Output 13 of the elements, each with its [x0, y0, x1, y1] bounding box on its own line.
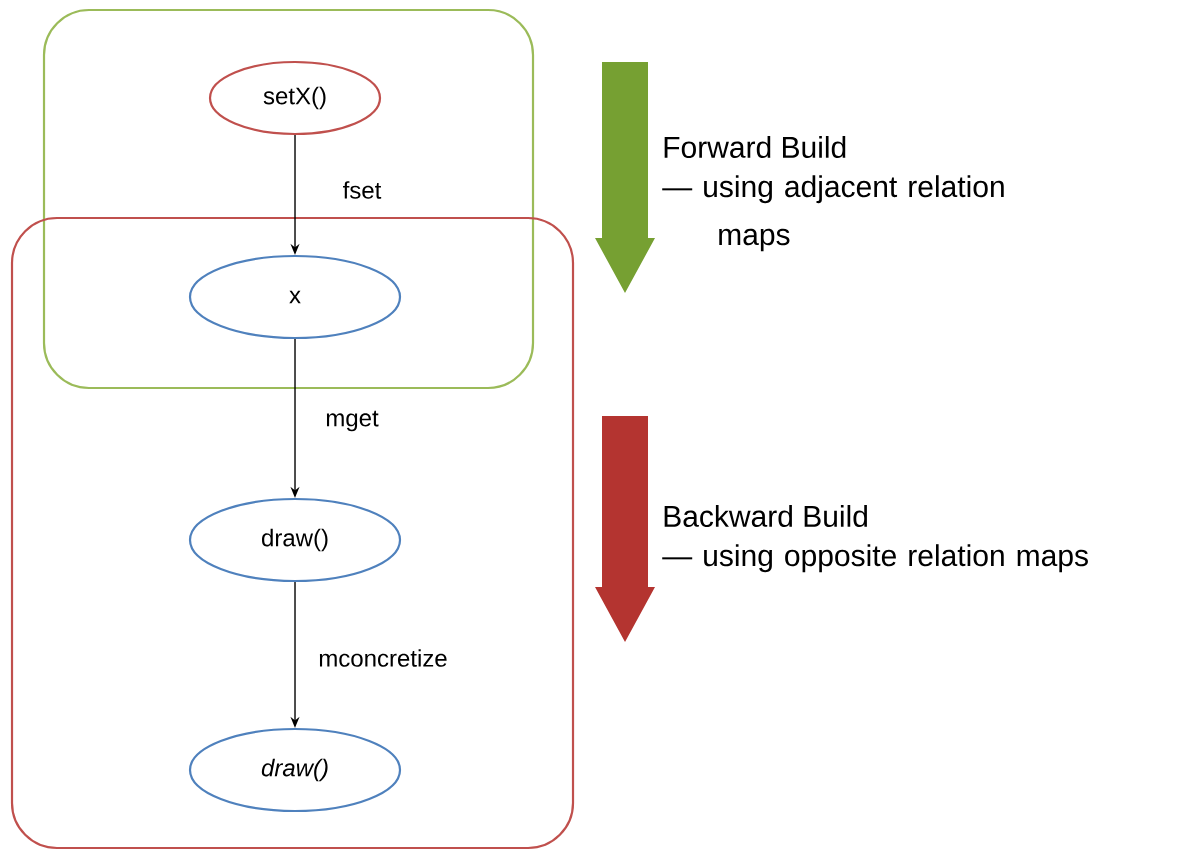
edge-label: mconcretize [319, 649, 447, 667]
section-heading: Backward Build [664, 505, 867, 527]
ellipse-node: draw() [188, 727, 402, 813]
ellipse-node: draw() [188, 497, 402, 583]
group-frame [42, 8, 535, 390]
edge-label: mget [326, 410, 379, 432]
group-frame [10, 216, 575, 850]
edge-label: fset [343, 181, 382, 199]
section-heading: Forward Build [664, 136, 846, 158]
note-text: — using opposite relation maps [662, 544, 1088, 573]
ellipse-node: setX() [208, 60, 382, 136]
note-text: — using adjacent relation maps [662, 175, 1004, 252]
ellipse-node: x [188, 254, 402, 340]
